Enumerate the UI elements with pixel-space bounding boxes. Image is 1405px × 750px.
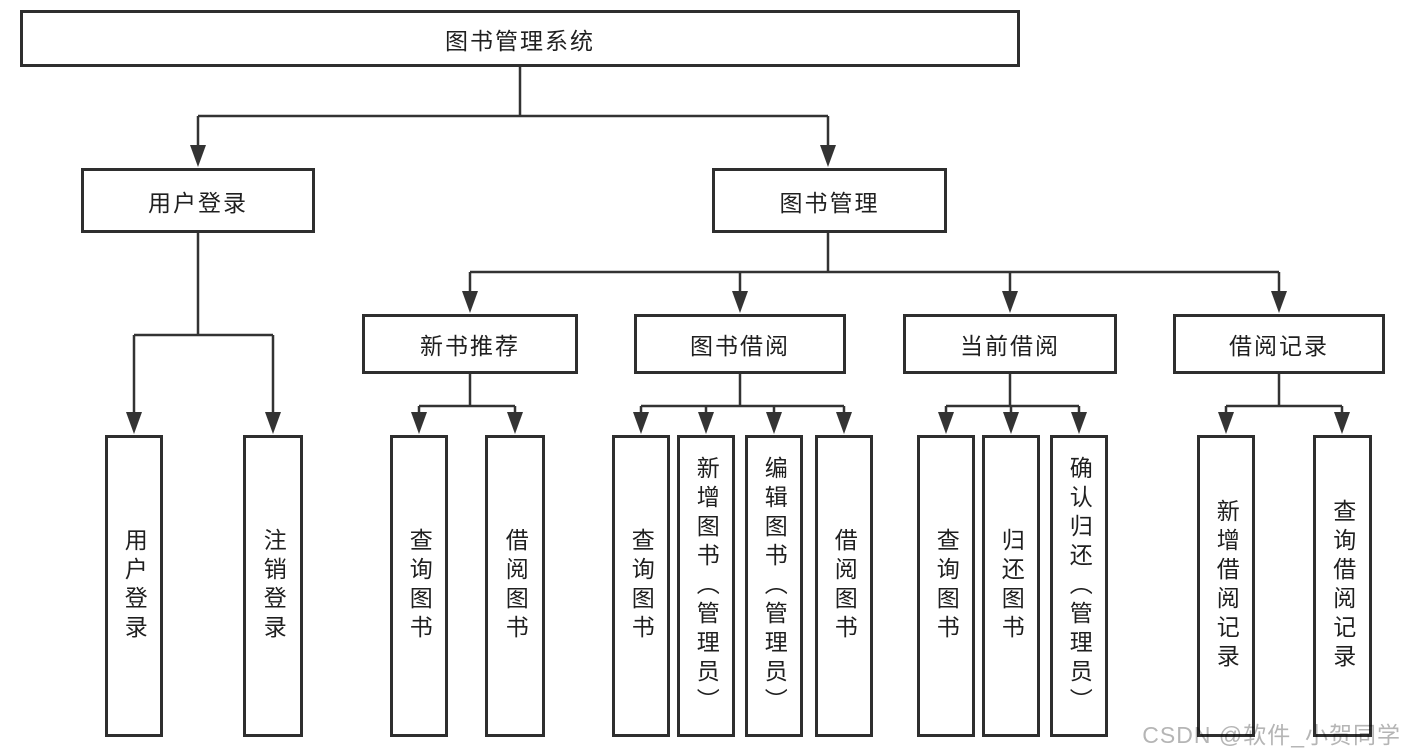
leaf-label: 归还图书	[998, 528, 1025, 644]
node-book-borrowing: 图书借阅	[634, 314, 846, 374]
leaf-label: 查询图书	[406, 528, 433, 644]
node-label: 图书借阅	[690, 333, 790, 359]
leaf-label: 注销登录	[260, 528, 287, 644]
leaf-add-book-admin: 新增图书（管理员）	[677, 435, 735, 737]
leaf-query-books-borrow: 查询图书	[612, 435, 670, 737]
node-book-management: 图书管理	[712, 168, 947, 233]
leaf-label: 查询图书	[933, 528, 960, 644]
node-label: 借阅记录	[1229, 333, 1329, 359]
node-user-login: 用户登录	[81, 168, 315, 233]
node-label: 图书管理系统	[445, 27, 595, 54]
leaf-confirm-return-admin: 确认归还（管理员）	[1050, 435, 1108, 737]
node-label: 用户登录	[148, 189, 248, 216]
leaf-add-borrow-record: 新增借阅记录	[1197, 435, 1255, 737]
node-borrowing-records: 借阅记录	[1173, 314, 1385, 374]
leaf-label: 确认归还（管理员）	[1066, 455, 1093, 717]
leaf-return-book: 归还图书	[982, 435, 1040, 737]
leaf-borrow-books: 借阅图书	[815, 435, 873, 737]
leaf-user-login: 用户登录	[105, 435, 163, 737]
node-label: 当前借阅	[960, 333, 1060, 359]
leaf-logout: 注销登录	[243, 435, 303, 737]
node-library-management-system: 图书管理系统	[20, 10, 1020, 67]
leaf-label: 查询借阅记录	[1329, 499, 1356, 673]
leaf-query-borrow-record: 查询借阅记录	[1313, 435, 1372, 737]
leaf-label: 用户登录	[121, 528, 148, 644]
leaf-edit-book-admin: 编辑图书（管理员）	[745, 435, 803, 737]
leaf-label: 新增借阅记录	[1213, 499, 1240, 673]
leaf-label: 借阅图书	[502, 528, 529, 644]
node-label: 图书管理	[779, 189, 880, 216]
node-new-book-recommend: 新书推荐	[362, 314, 578, 374]
node-label: 新书推荐	[420, 333, 520, 359]
leaf-label: 借阅图书	[831, 528, 858, 644]
leaf-query-books-recommend: 查询图书	[390, 435, 448, 737]
leaf-label: 编辑图书（管理员）	[761, 455, 788, 717]
leaf-label: 查询图书	[628, 528, 655, 644]
node-current-borrowing: 当前借阅	[903, 314, 1117, 374]
leaf-query-books-current: 查询图书	[917, 435, 975, 737]
leaf-borrow-books-recommend: 借阅图书	[485, 435, 545, 737]
leaf-label: 新增图书（管理员）	[693, 455, 720, 717]
